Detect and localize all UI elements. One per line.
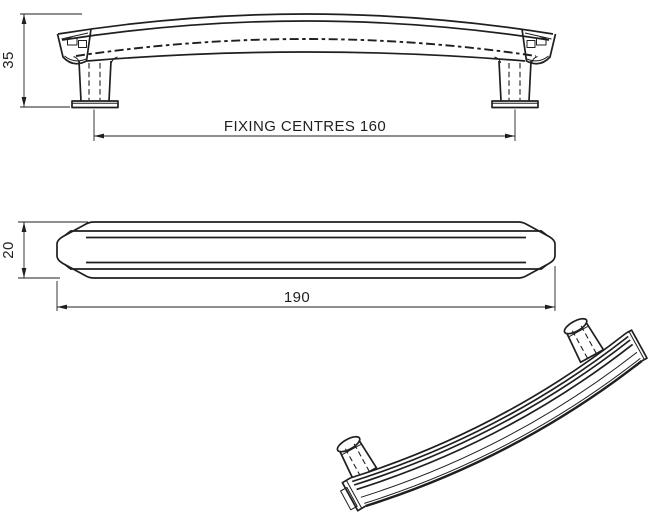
bar-body-fill: [342, 330, 647, 511]
foot-hidden-line: [343, 446, 362, 477]
iso-end-cap-left: [340, 477, 367, 512]
arrowhead-down: [21, 97, 27, 107]
foot-side: [528, 60, 532, 102]
end-cap-inner-line: [524, 32, 552, 40]
end-cap-inner-line: [628, 331, 645, 360]
bar-front-top-edge: [356, 343, 634, 491]
end-cap-bottom-line: [526, 55, 549, 62]
iso-end-cap-right: [625, 329, 648, 362]
foot-hidden-line: [570, 328, 589, 359]
bar-bottom-edge: [365, 360, 643, 508]
end-cap-notch: [78, 40, 87, 48]
foot-side: [78, 60, 82, 102]
plan-end-chamfer: [62, 262, 71, 270]
end-cap-left: [56, 28, 92, 65]
plan-end-chamfer: [541, 230, 550, 238]
handle-top-edge: [57, 13, 554, 35]
dim-label-height: 35: [0, 51, 17, 69]
plan-end-chamfer: [62, 230, 71, 238]
end-cap-inner-line: [61, 32, 89, 40]
end-cap-bottom-line: [64, 55, 87, 62]
bar-bottom-chamfer-line: [364, 358, 641, 504]
end-cap-notch: [536, 37, 547, 46]
handle-hidden-centerline: [75, 38, 537, 57]
handle-front-outline: [56, 13, 557, 65]
foot-side: [498, 60, 502, 102]
dim-length-190: 190: [56, 266, 556, 311]
end-cap-notch: [526, 40, 536, 48]
arrowhead-up: [21, 14, 27, 24]
end-cap-right: [521, 28, 557, 65]
end-cap-notch: [67, 37, 78, 46]
plan-end-chamfer: [541, 262, 550, 270]
foot-cap-face: [336, 435, 361, 453]
bar-front-chamfer-line: [360, 351, 638, 498]
dim-label-fixing-centres: FIXING CENTRES 160: [224, 118, 386, 135]
foot-collar-line: [342, 443, 361, 456]
arrowhead-left: [57, 304, 67, 310]
foot-hidden-line: [352, 441, 370, 472]
iso-foot-right: [563, 317, 605, 364]
bar-back-edge: [350, 332, 627, 479]
dim-depth-20: 20: [0, 221, 88, 279]
handle-bottom-edge: [86, 51, 526, 62]
dim-label-length: 190: [284, 289, 310, 306]
end-cap-step: [340, 487, 358, 511]
foot-fillet: [494, 56, 502, 64]
foot-cap-face: [563, 317, 588, 335]
bar-topface-line: [353, 339, 631, 486]
foot-fillet: [531, 56, 538, 64]
dim-height-35: 35: [0, 13, 82, 108]
arrowhead-right: [505, 133, 515, 139]
base-plate: [491, 100, 539, 109]
arrowhead-up: [21, 222, 27, 232]
plan-view: 20 190: [0, 221, 556, 311]
front-elevation-view: 35: [0, 13, 557, 141]
foot-fillet: [110, 56, 118, 64]
foot-collar-line: [569, 325, 588, 338]
foot-hidden-line: [579, 323, 597, 354]
iso-handle-bar: [340, 329, 648, 512]
foot-fillet: [73, 56, 80, 64]
foot-left: [71, 56, 119, 109]
handle-plan-outline: [56, 221, 556, 279]
handle-chamfer-edge: [61, 20, 550, 41]
foot-side: [108, 60, 112, 102]
bar-topface-line: [351, 335, 629, 483]
arrowhead-left: [94, 133, 104, 139]
iso-foot-left: [336, 435, 378, 482]
plan-outer-outline: [56, 221, 556, 279]
end-cap-outline: [56, 28, 92, 65]
base-plate: [71, 100, 119, 109]
foot-right: [491, 56, 539, 109]
arrowhead-down: [21, 268, 27, 278]
end-cap-inner-line: [345, 480, 363, 509]
dim-label-depth: 20: [0, 241, 17, 259]
arrowhead-right: [545, 304, 555, 310]
dim-fixing-centres: FIXING CENTRES 160: [93, 109, 516, 141]
end-cap-outline: [521, 28, 557, 65]
isometric-view: [336, 317, 648, 512]
